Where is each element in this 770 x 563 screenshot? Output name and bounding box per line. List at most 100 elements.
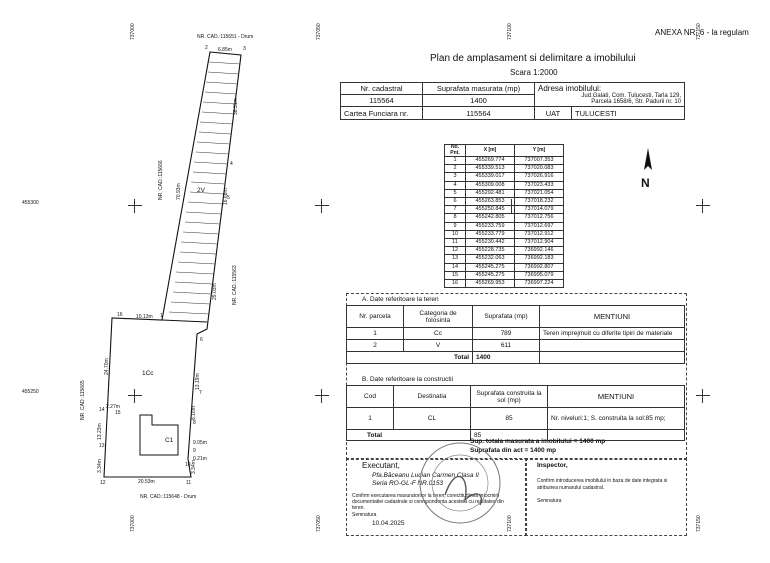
coord-point-no: 7	[444, 205, 466, 215]
coord-x: 455232.063	[465, 254, 515, 264]
coord-x: 455245.275	[465, 262, 515, 272]
executant-sign-label: Semnatura	[352, 512, 377, 518]
point-label: 8	[193, 420, 196, 426]
coord-header-no: No. Pnt.	[444, 144, 466, 157]
coord-point-no: 4	[444, 180, 466, 190]
point-label: 12	[100, 480, 106, 486]
row-cod: 1	[346, 407, 394, 430]
uat-value: TULUCESTI	[571, 106, 685, 120]
inspector-sign-label: Semnatura	[537, 498, 562, 504]
grid-cross	[315, 389, 329, 403]
point-label: 1	[160, 313, 163, 319]
section-a-title: A. Date referitoare la teren	[362, 296, 439, 303]
coord-y: 737023.433	[514, 180, 564, 190]
header-destinatia: Destinatia	[393, 385, 471, 408]
cad-left2-label: NR. CAD.:115665	[80, 380, 86, 420]
coord-point-no: 12	[444, 246, 466, 256]
drum-bottom-label: NR. CAD.:115648 - Drum	[140, 494, 197, 500]
coord-y: 737007.353	[514, 155, 564, 166]
coord-point-no: 13	[444, 254, 466, 264]
parcel-outline	[103, 51, 242, 478]
coord-y: 737020.083	[514, 164, 564, 174]
coord-x: 455269.774	[465, 155, 515, 166]
address-line: Jud.Galati, Com. Tulucesti, Tarla 129,	[581, 93, 681, 99]
coord-x: 455233.779	[465, 229, 515, 240]
grid-cross	[696, 199, 710, 213]
zone-1cc-label: 1Cc	[142, 370, 154, 377]
coord-point-no: 11	[444, 238, 466, 248]
distance-label: 0.21m	[193, 456, 207, 462]
coord-y: 737012.756	[514, 213, 564, 223]
grid-cross	[128, 389, 142, 403]
distance-label: 10.13m	[136, 314, 153, 320]
point-label: 3	[243, 46, 246, 52]
distance-label: 38.31m	[233, 98, 239, 115]
uat-label: UAT	[534, 106, 572, 120]
coord-y: 737014.079	[514, 205, 564, 215]
carte-value: 115564	[422, 106, 535, 120]
distance-label: 6.85m	[218, 47, 232, 53]
point-label: 9	[193, 448, 196, 454]
coord-x: 455309.008	[465, 180, 515, 190]
distance-label: 20.53m	[138, 479, 155, 485]
coord-point-no: 1	[444, 155, 466, 166]
row-ment: Nr. niveluri:1; S. construita la sol:85 …	[547, 407, 685, 430]
row-cat: V	[403, 339, 473, 352]
distance-label: 13.19m	[195, 373, 201, 390]
header-suprafata: Suprafata (mp)	[472, 305, 540, 328]
header-nr-parcela: Nr. parcela	[346, 305, 404, 328]
surface-value: 1400	[422, 94, 535, 107]
grid-left-label: 455250	[22, 389, 39, 395]
section-b-table: Cod Destinatia Suprafata construita la s…	[346, 385, 685, 441]
row-cat: Cc	[403, 327, 473, 340]
row-ment	[539, 339, 685, 352]
total-value: 85	[470, 429, 548, 441]
coord-y: 737026.916	[514, 172, 564, 182]
grid-cross	[128, 199, 142, 213]
point-label: 5	[227, 195, 230, 201]
distance-label: 70.93m	[176, 183, 182, 200]
executant-serie: Seria RO-GL-F NR.0153	[372, 480, 444, 487]
point-label: 14	[99, 407, 105, 413]
point-label: 7	[199, 390, 202, 396]
coord-y: 737021.054	[514, 188, 564, 199]
section-a-table: Nr. parcela Categoria de folosinta Supra…	[346, 305, 685, 364]
coord-x: 455339.513	[465, 164, 515, 174]
inspector-title: Inspector,	[537, 462, 568, 469]
cad-right-label: NR. CAD.:115563	[232, 265, 238, 305]
north-arrow-icon	[644, 148, 652, 170]
header-surface: Suprafata masurata (mp)	[422, 82, 535, 95]
coord-point-no: 10	[444, 229, 466, 240]
inspector-box	[525, 458, 687, 536]
coord-point-no: 15	[444, 270, 466, 281]
zone-2v-label: 2V	[197, 187, 205, 194]
section-b-title: B. Date referitoare la constructii	[362, 376, 454, 383]
sections-box	[346, 293, 687, 460]
coord-x: 455292.481	[465, 188, 515, 199]
executant-confirm: Confirm executarea masuratorilor la tere…	[352, 493, 504, 511]
coord-x: 455233.759	[465, 221, 515, 231]
page-title: Plan de amplasament si delimitare a imob…	[430, 53, 636, 64]
header-suprafata-constr: Suprafata construita la sol (mp)	[470, 385, 548, 408]
coord-x: 455269.953	[465, 279, 515, 289]
building-label: C1	[165, 437, 174, 444]
header-mentiuni: MENTIUNI	[547, 385, 685, 408]
info-table: Nr. cadastral Suprafata masurata (mp) Ad…	[340, 82, 685, 120]
coord-point-no: 9	[444, 221, 466, 231]
point-label: 16	[117, 312, 123, 318]
row-nr: 1	[346, 327, 404, 340]
header-mentiuni: MENTIUNI	[539, 305, 685, 328]
coord-x: 455242.805	[465, 213, 515, 223]
